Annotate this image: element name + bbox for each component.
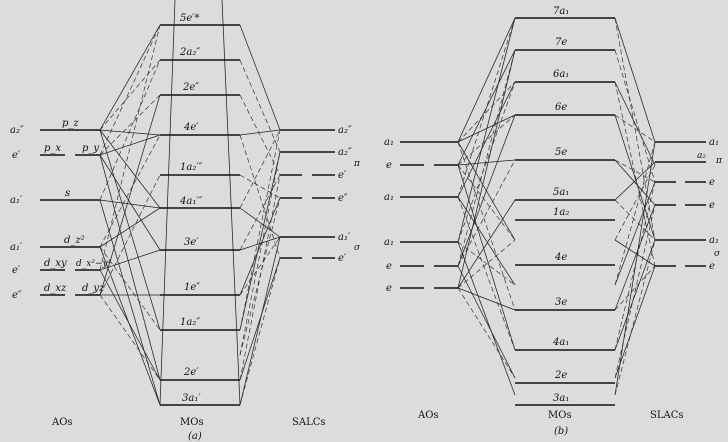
panel-b: a₁ e a₁ a₁ e e 7a₁ 7e 6a₁ 6e 5e 5a₁ 1a₂ … xyxy=(384,6,723,437)
a-mo-label-9: 2e′ xyxy=(183,367,199,378)
b-ao-label-2: a₁ xyxy=(384,192,394,203)
b-ao-label-3: a₁ xyxy=(384,237,394,248)
b-col-mos: MOs xyxy=(548,410,572,421)
b-mo-label-3: 6e xyxy=(555,102,567,113)
a-col-salcs: SALCs xyxy=(292,417,326,428)
a-ao-orb-dxy: d_xy xyxy=(44,258,67,269)
a-mo-label-4: 1a₂′″ xyxy=(180,162,203,173)
b-salc-label-0: a₁ xyxy=(709,137,719,148)
a-salc-label-3: e″ xyxy=(338,193,348,204)
b-mo-label-5: 5a₁ xyxy=(553,187,569,198)
b-salc-label-4: a₁ xyxy=(709,235,719,246)
a-salc-label-5: e′ xyxy=(338,253,347,264)
a-mo-label-2: 2e″ xyxy=(182,82,199,93)
panel-a: a₂″ e′ a₁′ a₁′ e′ e″ p_z p_x p_y s d_z² … xyxy=(10,0,361,442)
a-ao-orb-dyz: d_yz xyxy=(82,283,105,294)
a-ao-sym-4: a₁′ xyxy=(10,242,23,253)
a-ao-orb-pz: p_z xyxy=(62,118,79,129)
panel-b-connectors xyxy=(457,17,656,396)
a-mo-label-8: 1a₂″ xyxy=(180,317,200,328)
a-mo-label-3: 4e′ xyxy=(183,122,199,133)
a-col-aos: AOs xyxy=(51,417,73,428)
b-mo-label-0: 7a₁ xyxy=(553,6,569,17)
b-mo-label-2: 6a₁ xyxy=(553,69,569,80)
a-salc-label-0: a₂″ xyxy=(338,125,352,136)
a-ao-orb-px: p_x xyxy=(44,143,61,154)
a-mo-label-0: 5e′* xyxy=(180,13,200,24)
a-ao-orb-dx2y2: d_x²−y² xyxy=(76,259,112,269)
b-salc-label-2: e xyxy=(709,177,715,188)
b-salc-label-3: e xyxy=(709,200,715,211)
b-mo-label-8: 3e xyxy=(555,297,567,308)
b-sigma-label: σ xyxy=(714,249,721,259)
a-caption: (a) xyxy=(188,431,202,442)
a-ao-sym-2: e′ xyxy=(12,150,21,161)
b-mo-label-10: 2e xyxy=(554,370,567,381)
a-mo-label-7: 1e″ xyxy=(184,282,200,293)
a-mo-label-6: 3e′ xyxy=(184,237,199,248)
b-ao-label-0: a₁ xyxy=(384,137,394,148)
a-ao-orb-py: p_y xyxy=(82,143,99,154)
b-mo-label-1: 7e xyxy=(555,37,567,48)
b-col-aos: AOs xyxy=(417,410,439,421)
a-salc-label-4: a₁′ xyxy=(338,232,351,243)
b-mo-label-9: 4a₁ xyxy=(552,337,569,348)
panel-a-connectors xyxy=(99,0,281,406)
b-pi-label: π xyxy=(715,156,723,166)
b-mo-label-4: 5e xyxy=(555,147,567,158)
b-ao-label-5: e xyxy=(386,283,392,294)
b-mo-label-7: 4e xyxy=(554,252,567,263)
b-ao-label-1: e xyxy=(386,160,392,171)
a-pi-label: π xyxy=(353,159,361,169)
b-caption: (b) xyxy=(554,426,568,437)
a-ao-sym-1: a₂″ xyxy=(10,125,24,136)
a-ao-sym-5: e′ xyxy=(12,265,21,276)
a-mo-label-1: 2a₂″ xyxy=(179,47,200,58)
b-ao-label-4: e xyxy=(386,261,392,272)
b-mo-label-6: 1a₂ xyxy=(553,207,569,218)
a-ao-sym-3: a₁′ xyxy=(10,195,23,206)
b-col-salcs: SLACs xyxy=(650,410,684,421)
a-salc-label-2: e′ xyxy=(338,170,347,181)
a-mo-label-5: 4a₁′″ xyxy=(179,196,203,207)
b-salc-label-5: e xyxy=(709,261,715,272)
a-mo-label-10: 3a₁′ xyxy=(182,393,201,404)
a-ao-orb-dz2: d_z² xyxy=(64,235,85,246)
a-sigma-label: σ xyxy=(354,243,361,253)
b-mo-label-11: 3a₁ xyxy=(553,393,569,404)
a-ao-sym-6: e″ xyxy=(12,290,22,301)
a-salc-label-1: a₂″ xyxy=(338,147,352,158)
a-ao-orb-dxz: d_xz xyxy=(44,283,67,294)
b-salc-label-1: a₂ xyxy=(697,151,706,161)
a-ao-orb-s: s xyxy=(65,188,70,199)
a-col-mos: MOs xyxy=(180,417,204,428)
